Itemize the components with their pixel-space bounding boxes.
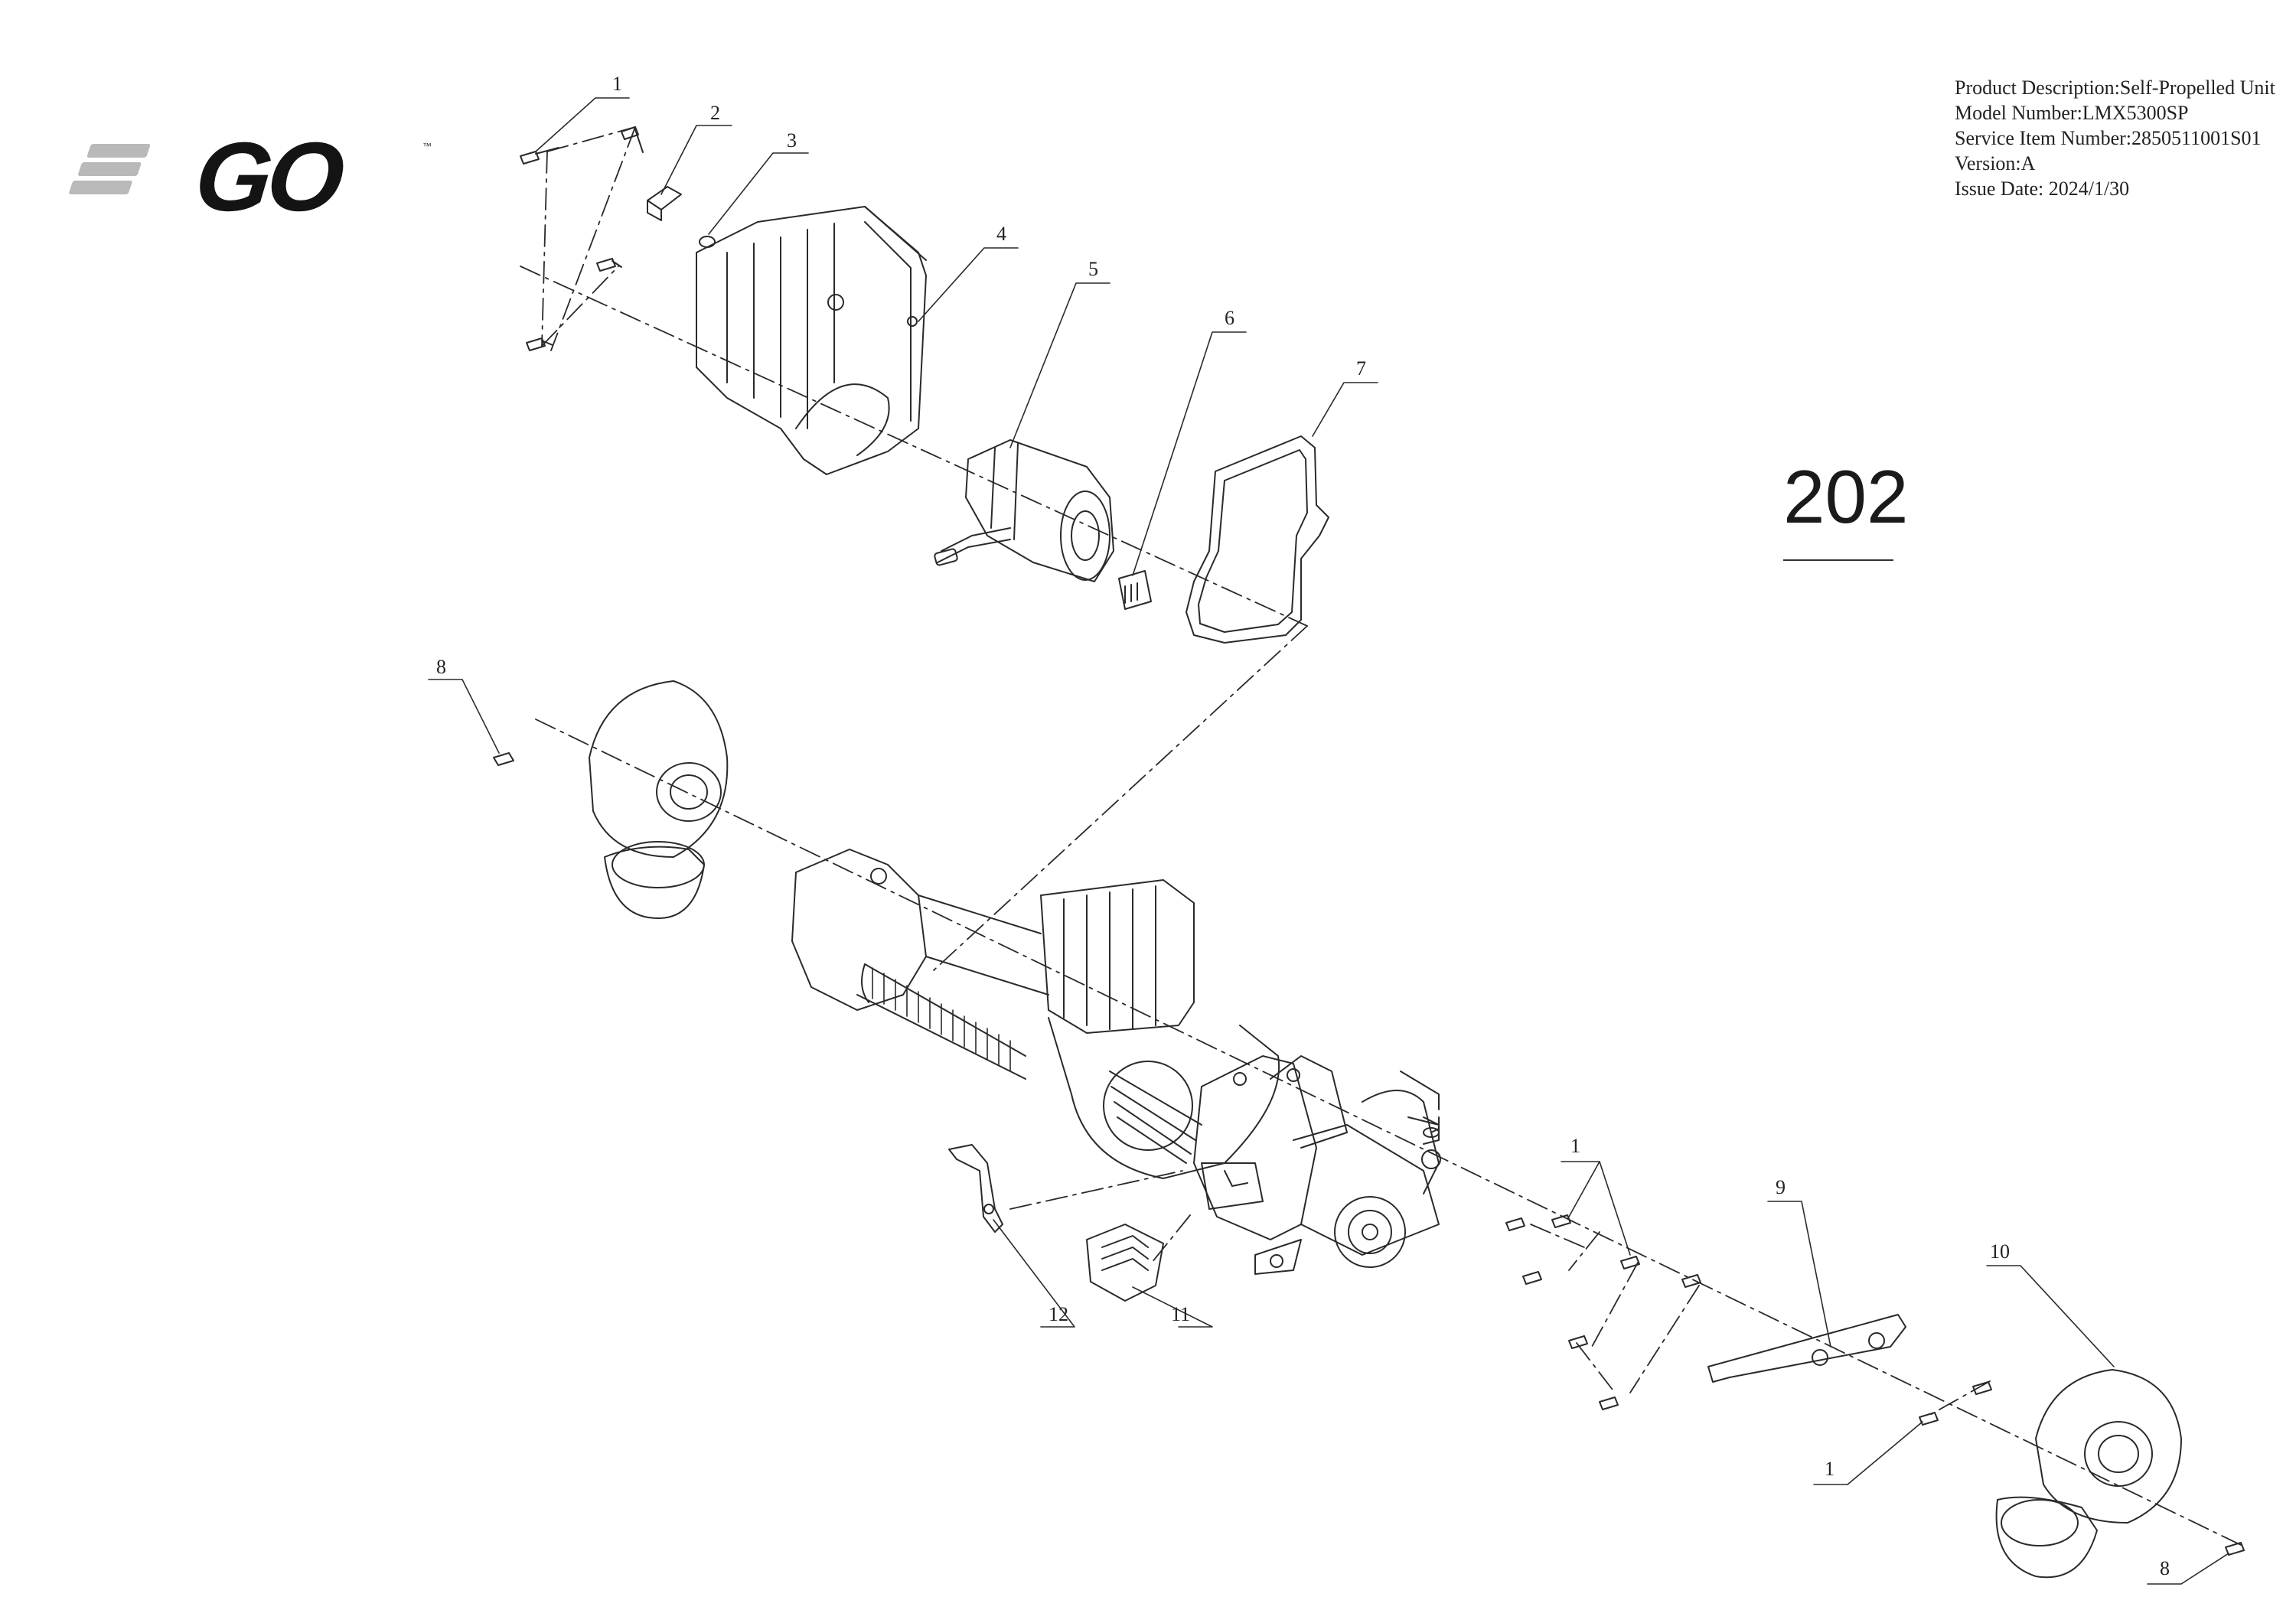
ego-logo-mark <box>69 144 151 194</box>
callout-10: 10 <box>1990 1240 2010 1263</box>
page-number-underline <box>1783 559 1893 561</box>
gasket-part-7 <box>1186 435 1329 644</box>
screw-set-bottom <box>1505 1214 1992 1426</box>
product-description: Product Description:Self-Propelled Unit <box>1955 77 2275 99</box>
callout-8-left: 8 <box>436 656 446 678</box>
callout-5: 5 <box>1088 258 1098 280</box>
cover-left-part-8 <box>493 680 729 919</box>
clip-part-2 <box>647 186 682 221</box>
assembly-centerlines <box>520 126 2243 1546</box>
bracket-part-12 <box>948 1144 1003 1233</box>
service-item-number: Service Item Number:2850511001S01 <box>1955 127 2262 149</box>
product-info-block: Product Description:Self-Propelled Unit … <box>1955 75 2275 201</box>
trademark-symbol: ™ <box>422 141 432 152</box>
callout-11: 11 <box>1171 1303 1190 1325</box>
version: Version:A <box>1955 152 2036 174</box>
connector-part-6 <box>1118 570 1152 610</box>
motor-housing-part-4 <box>696 206 927 475</box>
callout-leaders <box>428 97 2229 1585</box>
callout-1-top: 1 <box>612 73 622 95</box>
cover-right-part-10 <box>1995 1369 2245 1579</box>
callout-6: 6 <box>1225 307 1234 329</box>
callout-3: 3 <box>787 129 797 152</box>
callout-7: 7 <box>1356 357 1366 380</box>
model-number: Model Number:LMX5300SP <box>1955 102 2189 124</box>
washer-part-3 <box>699 236 716 248</box>
motor-part-5 <box>934 439 1114 582</box>
page-number: 202 <box>1783 455 1909 539</box>
screw-set-top <box>520 126 644 351</box>
callout-12: 12 <box>1049 1303 1068 1325</box>
callout-2: 2 <box>710 102 720 124</box>
callout-numbers: 1 2 3 4 5 6 7 8 1 9 10 11 12 1 8 <box>436 73 2170 1579</box>
callout-8-right: 8 <box>2160 1557 2170 1579</box>
callout-4: 4 <box>996 223 1006 245</box>
issue-date: Issue Date: 2024/1/30 <box>1955 178 2130 200</box>
gearbox-assembly <box>791 849 1441 1275</box>
pad-part-11 <box>1086 1224 1164 1302</box>
callout-1-middle: 1 <box>1570 1135 1580 1157</box>
ego-logo-text: GO <box>190 122 345 232</box>
callout-1-bottom: 1 <box>1825 1458 1835 1480</box>
link-bar-part-9 <box>1707 1314 1906 1383</box>
callout-9: 9 <box>1776 1176 1786 1198</box>
